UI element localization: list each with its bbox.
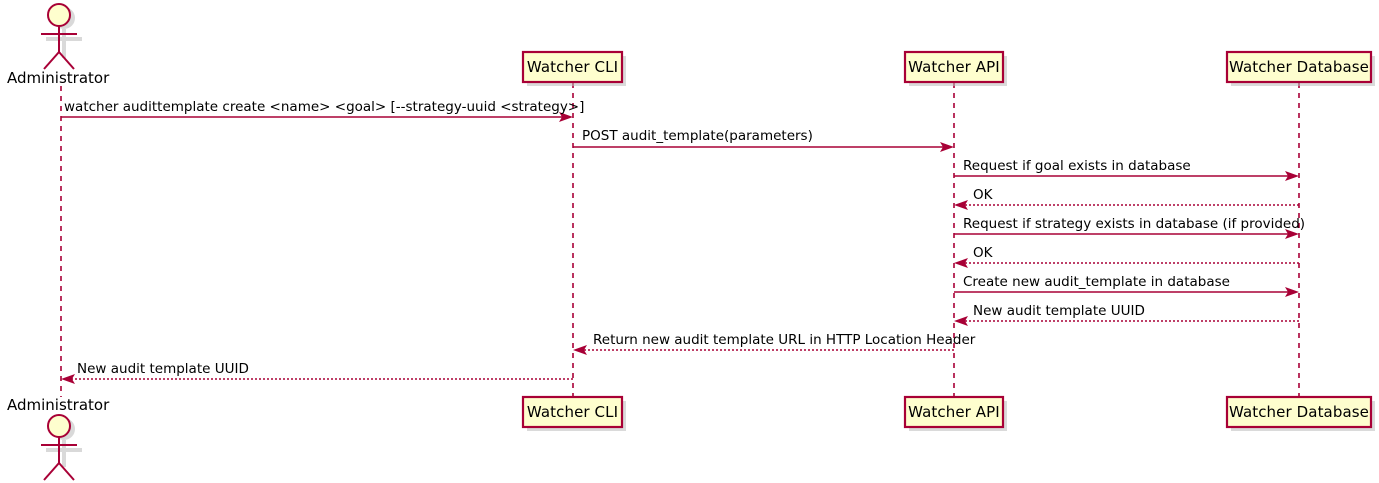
actor-head-icon [47,3,71,27]
participant-box-shapes-top [521,50,1375,86]
message-arrows [61,112,1299,384]
message-label-6: OK [973,245,993,261]
message-arrow-2 [573,142,954,152]
actor-leg-right [58,51,75,70]
lifelines [60,83,1300,397]
message-arrow-7 [954,287,1299,297]
message-label-8: New audit template UUID [973,303,1145,319]
actor-leg-right [58,462,75,481]
actor-head-icon [47,414,71,438]
participant-watcher-database-bottom[interactable]: Watcher Database [1228,403,1370,421]
actor-label-administrator-top: Administrator [7,69,110,87]
message-label-2: POST audit_template(parameters) [582,128,813,144]
participant-watcher-api-bottom[interactable]: Watcher API [908,403,1000,421]
box-watcher-database-bottom [1225,395,1373,429]
message-label-1: watcher audittemplate create <name> <goa… [64,99,585,115]
message-arrow-6 [954,258,1299,268]
message-arrow-5 [954,229,1299,239]
message-arrow-8 [954,316,1299,326]
box-watcher-api-bottom [903,395,1005,429]
box-watcher-database-top [1225,50,1373,84]
actor-leg-left [43,462,60,481]
actor-administrator-top [41,3,82,70]
message-label-10: New audit template UUID [77,361,249,377]
message-arrow-9 [573,345,954,355]
box-watcher-api-top [903,50,1005,84]
message-label-7: Create new audit_template in database [963,274,1230,290]
message-arrow-1 [61,112,573,122]
participant-box-shapes-bottom [521,395,1375,431]
message-label-3: Request if goal exists in database [963,158,1191,174]
participant-watcher-database-top[interactable]: Watcher Database [1228,58,1370,76]
message-arrow-10 [61,374,573,384]
participant-watcher-cli-top[interactable]: Watcher CLI [526,58,619,76]
message-arrow-3 [954,171,1299,181]
box-watcher-cli-top [521,50,624,84]
message-label-4: OK [973,187,993,203]
participant-watcher-api-top[interactable]: Watcher API [908,58,1000,76]
message-arrow-4 [954,200,1299,210]
box-watcher-cli-bottom [521,395,624,429]
message-label-9: Return new audit template URL in HTTP Lo… [593,332,976,348]
actor-label-administrator-bottom: Administrator [7,396,110,414]
actor-leg-left [43,51,60,70]
participant-watcher-cli-bottom[interactable]: Watcher CLI [526,403,619,421]
message-label-5: Request if strategy exists in database (… [963,216,1306,232]
actor-administrator-bottom [41,414,82,481]
